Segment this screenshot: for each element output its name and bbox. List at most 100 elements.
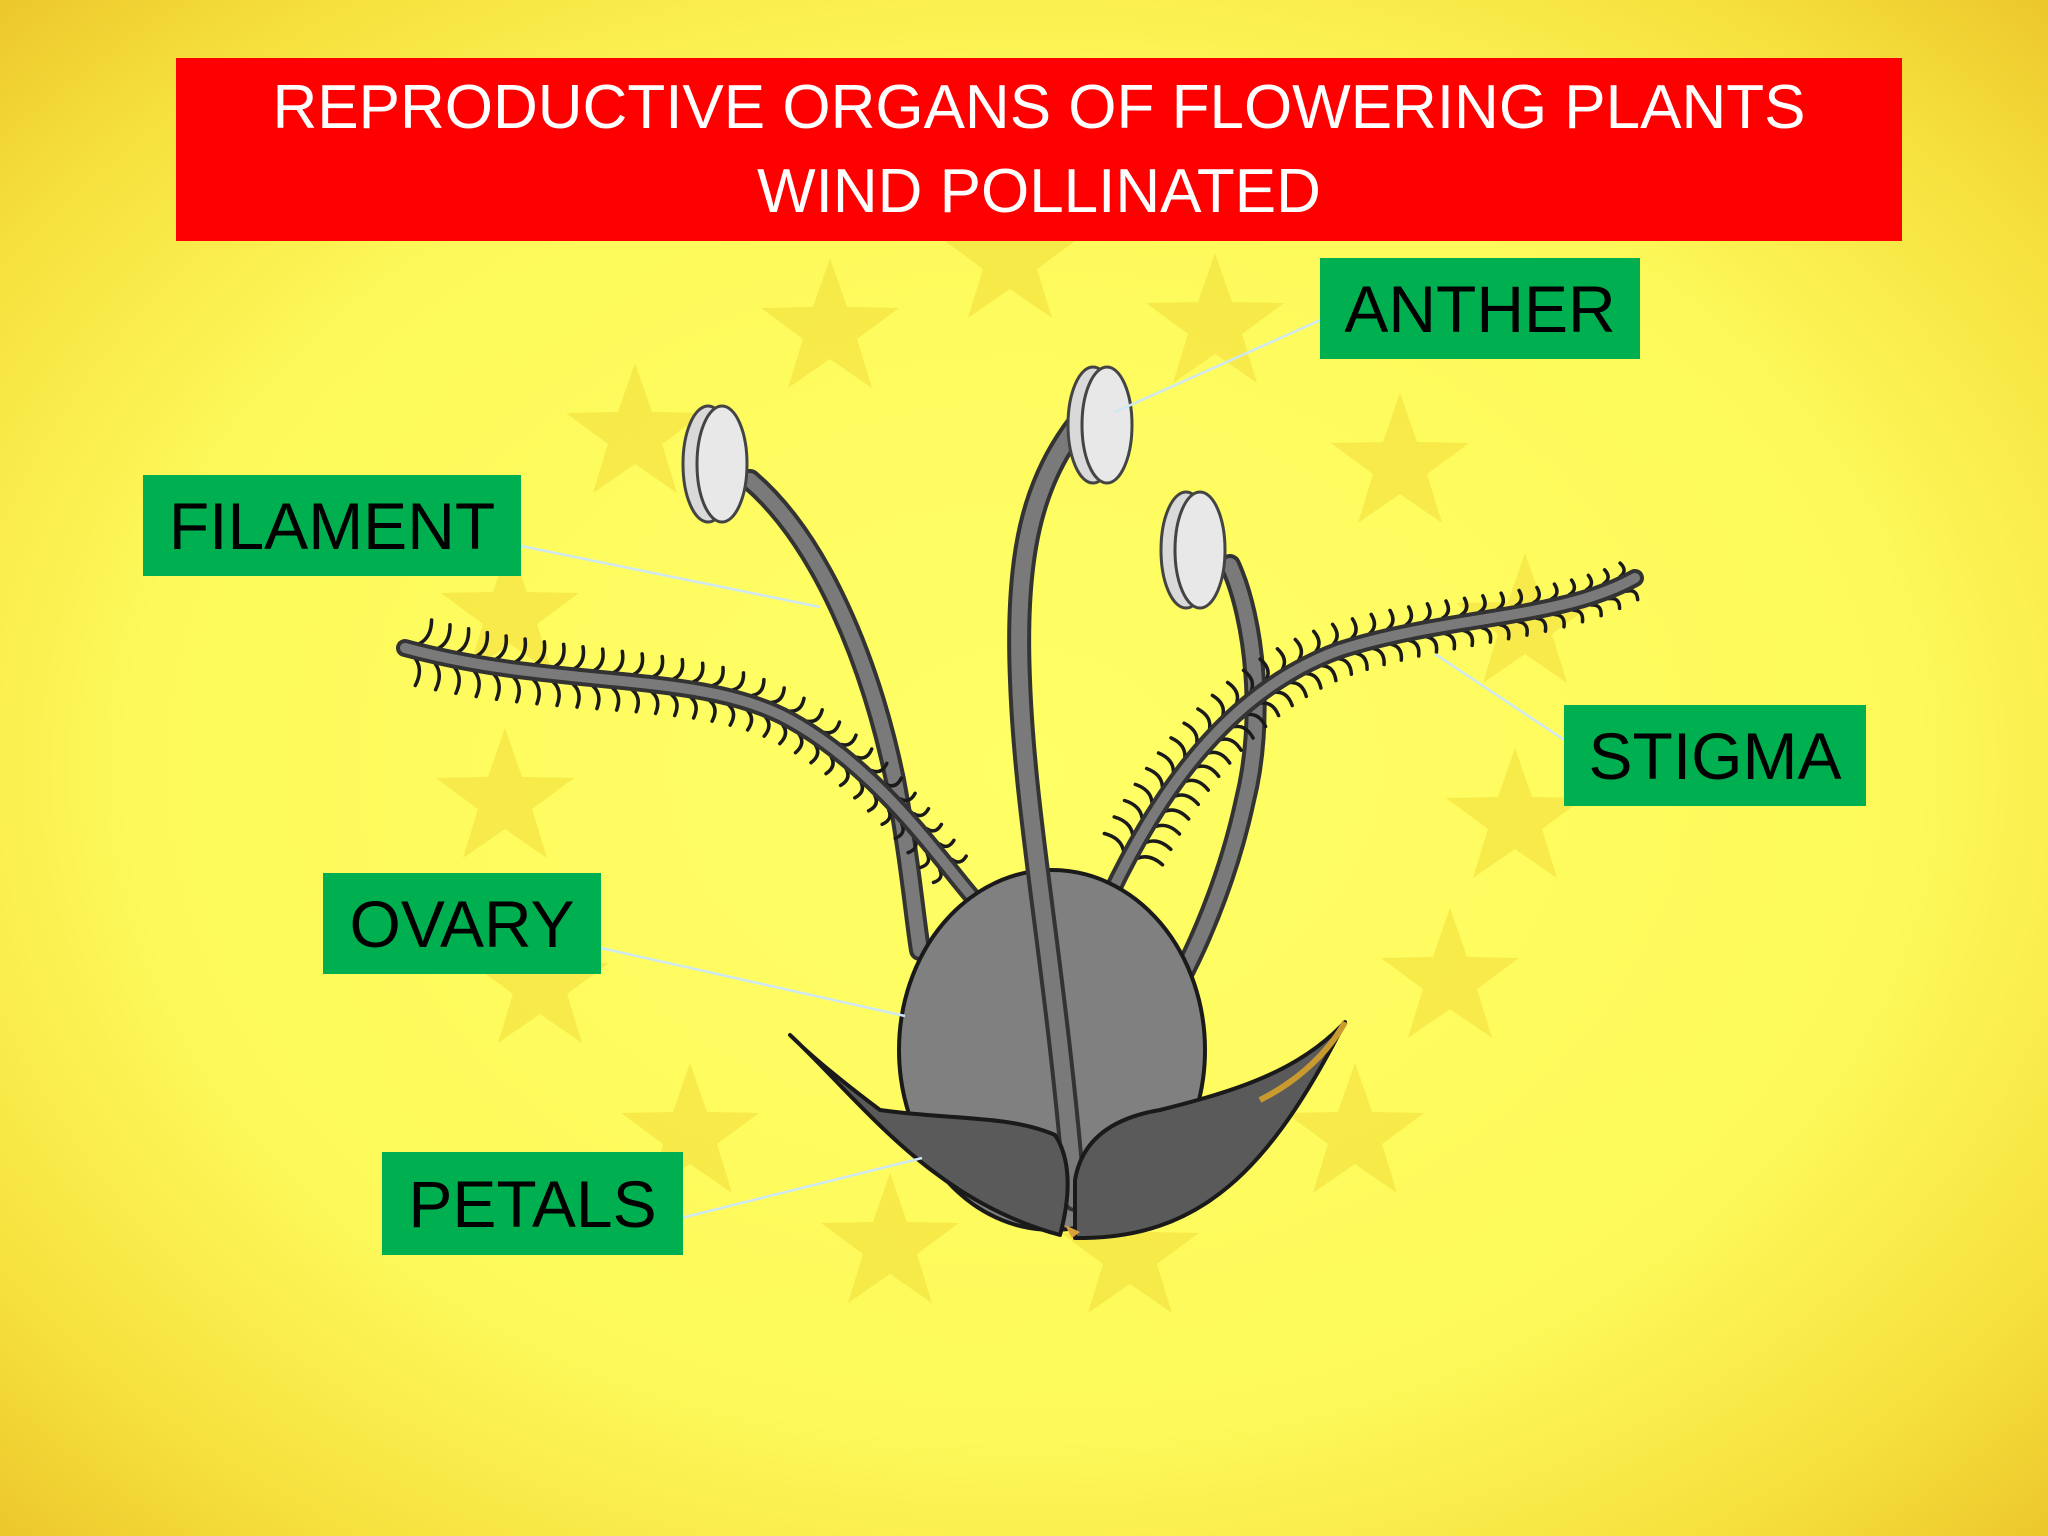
leader-anther — [1114, 316, 1326, 414]
stigma-hair — [475, 630, 490, 658]
stigma-hair — [689, 695, 698, 720]
stigma-hair — [750, 677, 766, 698]
stigma-hair — [1389, 642, 1404, 662]
stigma-hair — [769, 686, 786, 705]
stigma-hair — [853, 780, 865, 800]
stigma-hair — [456, 627, 471, 654]
title-line-2: WIND POLLINATED — [757, 156, 1321, 226]
stigma-hair — [612, 649, 625, 674]
stigma-hair — [1354, 651, 1369, 672]
stigma-hair — [514, 637, 528, 664]
stigma-hair — [1368, 612, 1377, 635]
stigma-hair — [806, 708, 824, 724]
stigma-hair — [1441, 599, 1451, 620]
stigma-hair — [1169, 736, 1187, 759]
stigma-hair — [669, 692, 679, 718]
stigma-hair — [1144, 766, 1165, 789]
stigma-hair — [413, 657, 422, 688]
stigma-hair — [472, 669, 481, 699]
stigma-hair — [793, 733, 804, 755]
stigma-hair — [533, 640, 547, 666]
label-ovary: OVARY — [323, 873, 601, 974]
stigma-hair — [433, 661, 441, 692]
stigma-hair — [610, 686, 621, 712]
stigma-hair — [1407, 638, 1421, 658]
stigma-hair — [1219, 737, 1243, 752]
stigma-hair — [453, 666, 461, 696]
stigma-hair — [1241, 668, 1255, 693]
stigma-hair — [1386, 608, 1395, 631]
stigma-hair — [1443, 632, 1457, 651]
stigma-hair — [855, 747, 874, 760]
stigma-hair — [512, 675, 521, 704]
stigma-hair — [1549, 582, 1559, 601]
stigma-hair — [1275, 647, 1287, 671]
stigma-hair — [1135, 855, 1165, 867]
stigma-hair — [691, 661, 705, 684]
stigma-hair — [1607, 596, 1622, 611]
stigma-hair — [1311, 629, 1321, 653]
stigma-hair — [1320, 663, 1338, 683]
stigma-hair — [912, 806, 931, 818]
stigma-hair — [788, 696, 806, 713]
stigma-hair — [1304, 671, 1323, 690]
stigma-hair — [573, 645, 586, 671]
stigma-hair — [494, 634, 509, 661]
label-petals: PETALS — [382, 1152, 683, 1255]
petal-left — [788, 1033, 1070, 1237]
stigma-hair — [711, 665, 725, 688]
stigma-hair — [708, 699, 717, 723]
stigma-hair — [1210, 693, 1226, 717]
stigma-hair — [1182, 721, 1199, 745]
anther-right — [1159, 490, 1227, 610]
stigma-hair — [1122, 798, 1144, 820]
stigma-hair — [823, 720, 842, 735]
stigma-hair — [1232, 724, 1255, 740]
stigma-hair — [1196, 707, 1212, 731]
stigma-hair — [727, 703, 736, 727]
stigma-hair — [1112, 815, 1135, 837]
stigma-hair — [1461, 628, 1475, 648]
stigma-hair — [1495, 591, 1506, 611]
stigma-hair — [745, 708, 754, 732]
stigma-hair — [1225, 680, 1240, 705]
stigma-hair — [762, 715, 771, 738]
stigma-hair — [1102, 831, 1126, 853]
stigma-hair — [839, 733, 858, 747]
stigma-hair — [1425, 635, 1439, 655]
stigma-hair — [1144, 839, 1173, 852]
stigma-hair — [671, 657, 685, 681]
stigma-hair — [1133, 782, 1154, 805]
stigma-hair — [1245, 712, 1268, 729]
stigma-hair — [1289, 680, 1309, 699]
leader-filament — [520, 544, 821, 609]
title-line-1: REPRODUCTIVE ORGANS OF FLOWERING PLANTS — [272, 72, 1806, 142]
stigma-hair — [1625, 589, 1640, 602]
stigma-hair — [1153, 823, 1182, 836]
stigma-hair — [919, 852, 931, 870]
stigma-hair — [1258, 657, 1270, 681]
stigma-hair — [880, 808, 892, 827]
stigma-hair — [1207, 750, 1232, 765]
stigma-hair — [1259, 701, 1281, 718]
anther-left — [681, 404, 749, 524]
stigma-hair — [1274, 690, 1294, 708]
stigma-hair — [1404, 605, 1414, 627]
stigma-hair — [731, 671, 746, 692]
stigma-hair — [1156, 751, 1176, 774]
petals — [788, 1020, 1348, 1241]
stigma-hair — [1480, 626, 1493, 644]
petal-right — [1073, 1020, 1347, 1241]
stigma-hair — [1293, 637, 1304, 662]
stigma-hair — [630, 688, 640, 714]
stigma-hair — [492, 672, 501, 702]
stigma-hair — [417, 618, 434, 646]
stigma-hair — [591, 684, 601, 711]
stigma-hair — [1173, 793, 1201, 807]
stigma-hair — [838, 767, 850, 788]
stigma-hair — [931, 867, 943, 885]
stigma-hair — [632, 652, 645, 676]
label-filament: FILAMENT — [143, 475, 521, 576]
stigma-hair — [866, 794, 879, 813]
